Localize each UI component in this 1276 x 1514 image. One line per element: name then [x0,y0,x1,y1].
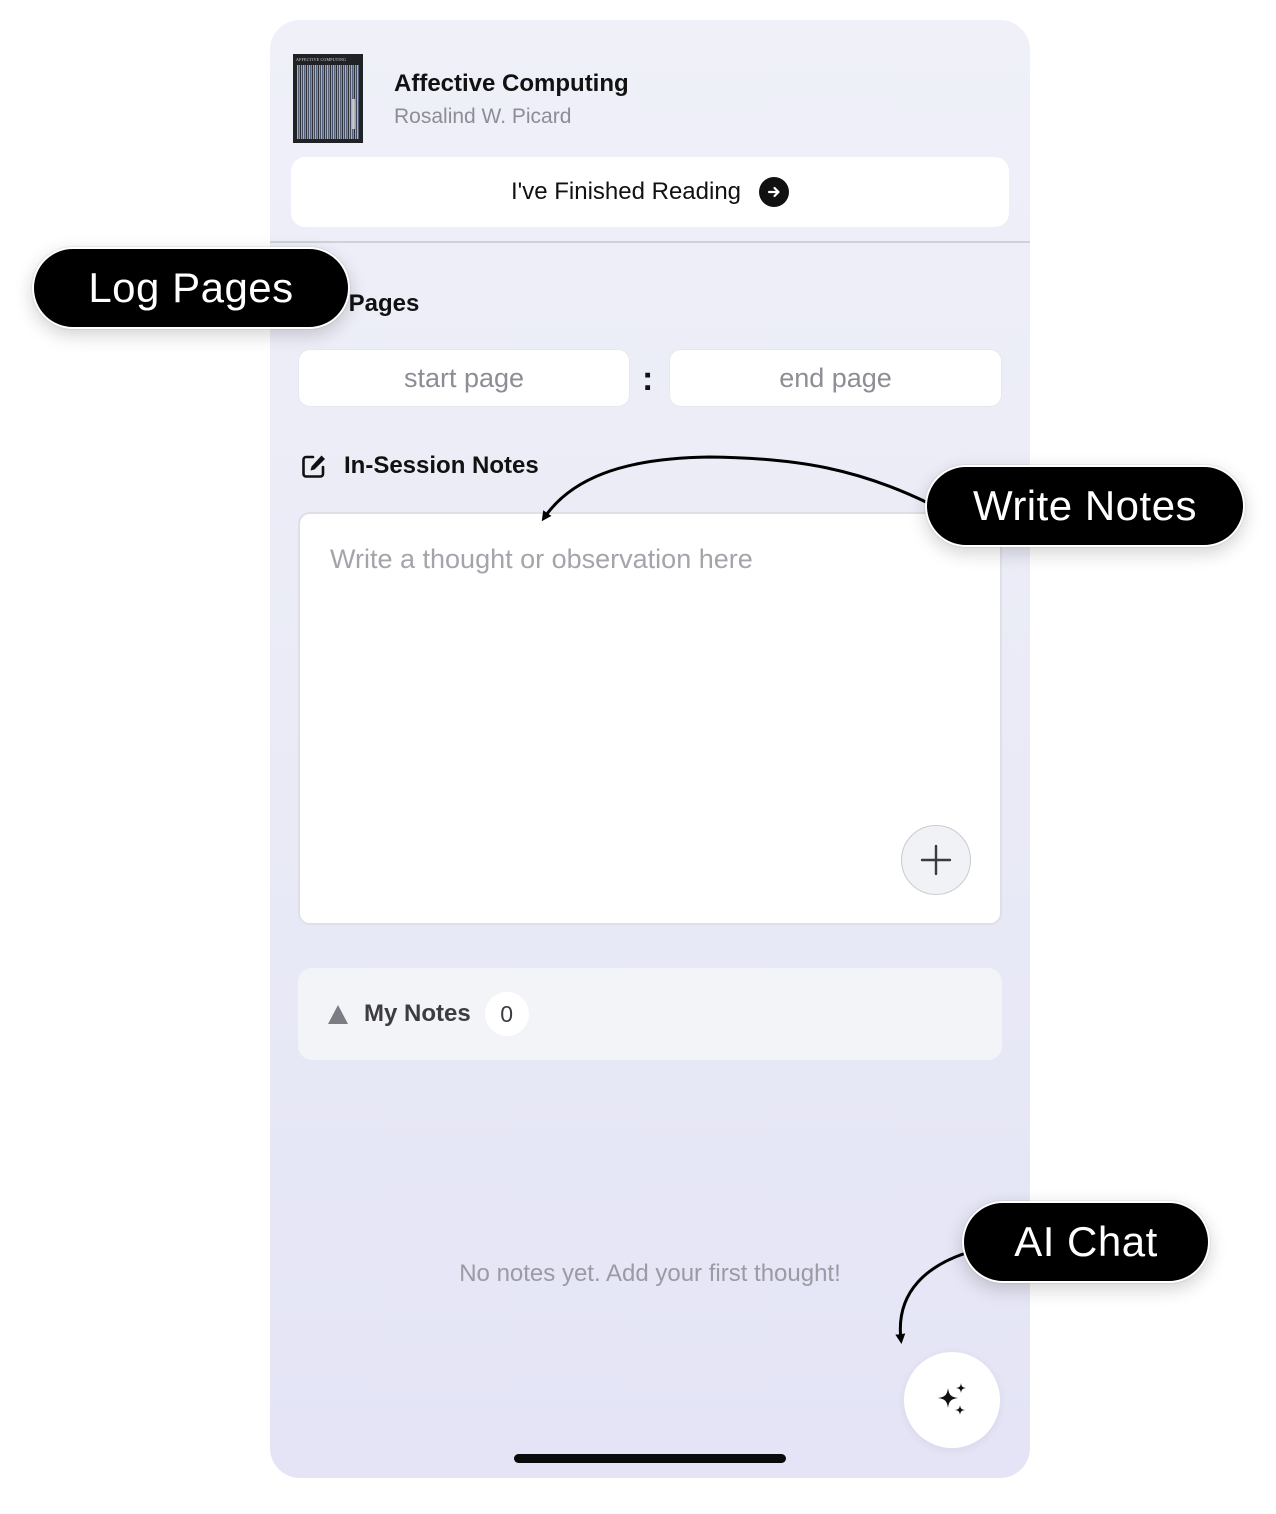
sparkles-icon [938,1383,966,1415]
edit-note-icon [302,455,325,478]
book-author: Rosalind W. Picard [394,105,572,128]
end-page-input[interactable] [669,349,1002,407]
ai-chat-button[interactable] [904,1352,1000,1448]
book-cover-title: AFFECTIVE COMPUTING [296,57,347,62]
home-indicator [514,1454,786,1463]
arrow-right-circle-icon [759,177,790,207]
finished-reading-label: I've Finished Reading [510,178,742,205]
notes-count-badge: 0 [484,992,529,1036]
callout-ai-chat: AI Chat [962,1201,1210,1283]
book-title: Affective Computing [394,70,629,97]
book-cover: AFFECTIVE COMPUTING [293,54,363,143]
plus-icon [920,844,952,876]
header-divider [270,241,1030,243]
empty-notes-message: No notes yet. Add your first thought! [459,1260,841,1287]
callout-log-pages: Log Pages [32,247,350,329]
book-cover-art [297,65,359,139]
app-screen: AFFECTIVE COMPUTING Affective Computing … [270,20,1030,1478]
note-textarea[interactable] [298,512,1002,925]
finished-reading-button[interactable]: I've Finished Reading [291,157,1009,227]
collapse-triangle-icon [328,1004,348,1024]
add-note-button[interactable] [901,825,971,895]
my-notes-toggle[interactable]: My Notes 0 [298,968,1002,1060]
start-page-input[interactable] [298,349,630,407]
my-notes-label: My Notes [364,1000,471,1027]
book-cover-spine-text [352,99,355,129]
callout-write-notes: Write Notes [925,465,1245,547]
in-session-notes-label: In-Session Notes [344,452,539,479]
page-range-separator: : [642,360,654,398]
